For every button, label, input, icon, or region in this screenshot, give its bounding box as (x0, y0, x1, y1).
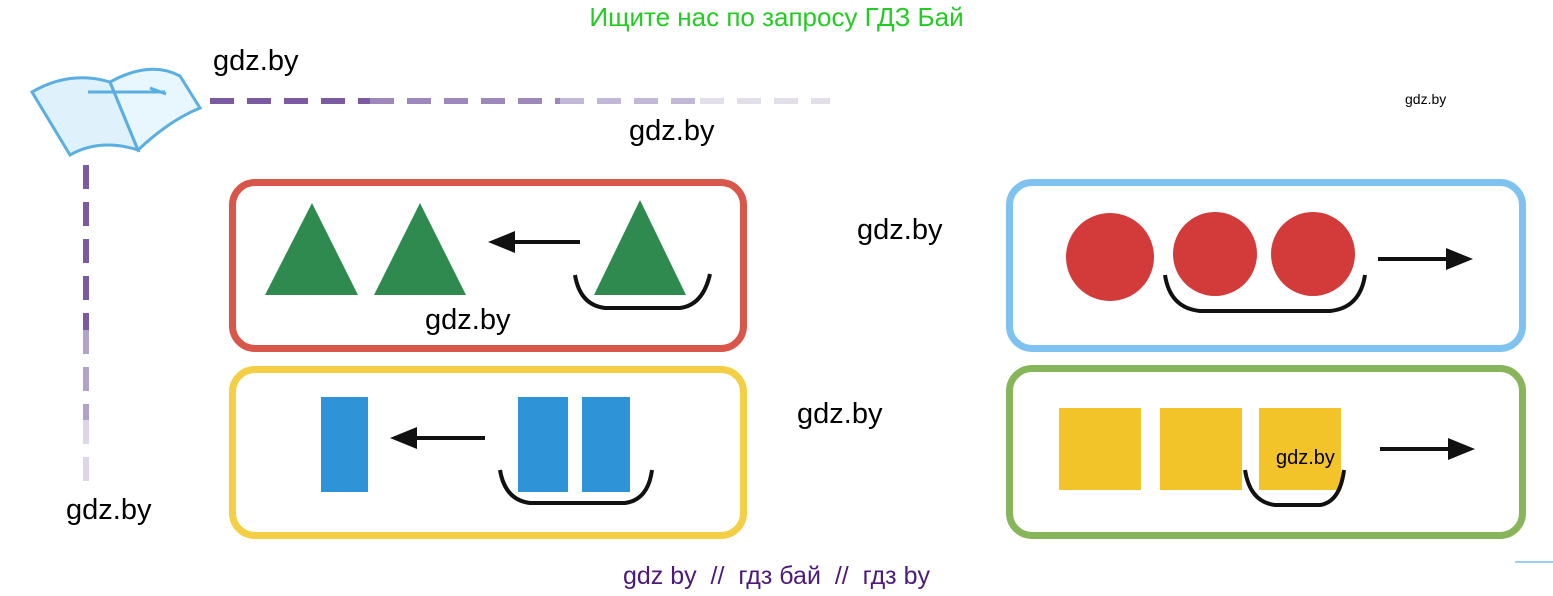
group-brace (1243, 469, 1346, 507)
rectangle-shape (518, 397, 568, 492)
watermark-text: gdz.by (857, 214, 943, 246)
watermark-text: gdz.by (629, 115, 715, 147)
watermark-text: gdz.by (1276, 447, 1335, 469)
watermark-text: gdz.by (797, 398, 883, 430)
rectangles-panel (229, 366, 747, 539)
circle-shape (1066, 213, 1154, 301)
notebook-pen-icon (29, 67, 203, 158)
rectangle-shape (321, 397, 368, 492)
watermark-text: gdz.by (425, 304, 511, 336)
circle-shape (1271, 212, 1355, 296)
arrow-left-icon (488, 231, 580, 253)
triangle-shape (374, 203, 466, 295)
rectangle-shape (582, 397, 630, 492)
square-shape (1259, 408, 1341, 490)
header-search-hint: Ищите нас по запросу ГДЗ Бай (589, 2, 964, 32)
arrow-right-icon (1380, 438, 1475, 460)
watermark-text: gdz.by (1405, 91, 1447, 107)
group-brace (1163, 274, 1367, 313)
triangle-shape (265, 203, 358, 295)
group-brace (573, 273, 712, 310)
watermark-text: gdz.by (213, 45, 299, 77)
arrow-left-icon (390, 427, 485, 449)
triangle-shape (594, 200, 686, 295)
watermark-text: gdz.by (66, 494, 152, 526)
group-brace (498, 469, 654, 505)
circle-shape (1173, 212, 1257, 296)
footer-search-hint: gdz by // гдз бай // гдз by (622, 562, 930, 590)
square-shape (1160, 408, 1242, 490)
arrow-right-icon (1378, 248, 1473, 270)
square-shape (1059, 408, 1141, 490)
